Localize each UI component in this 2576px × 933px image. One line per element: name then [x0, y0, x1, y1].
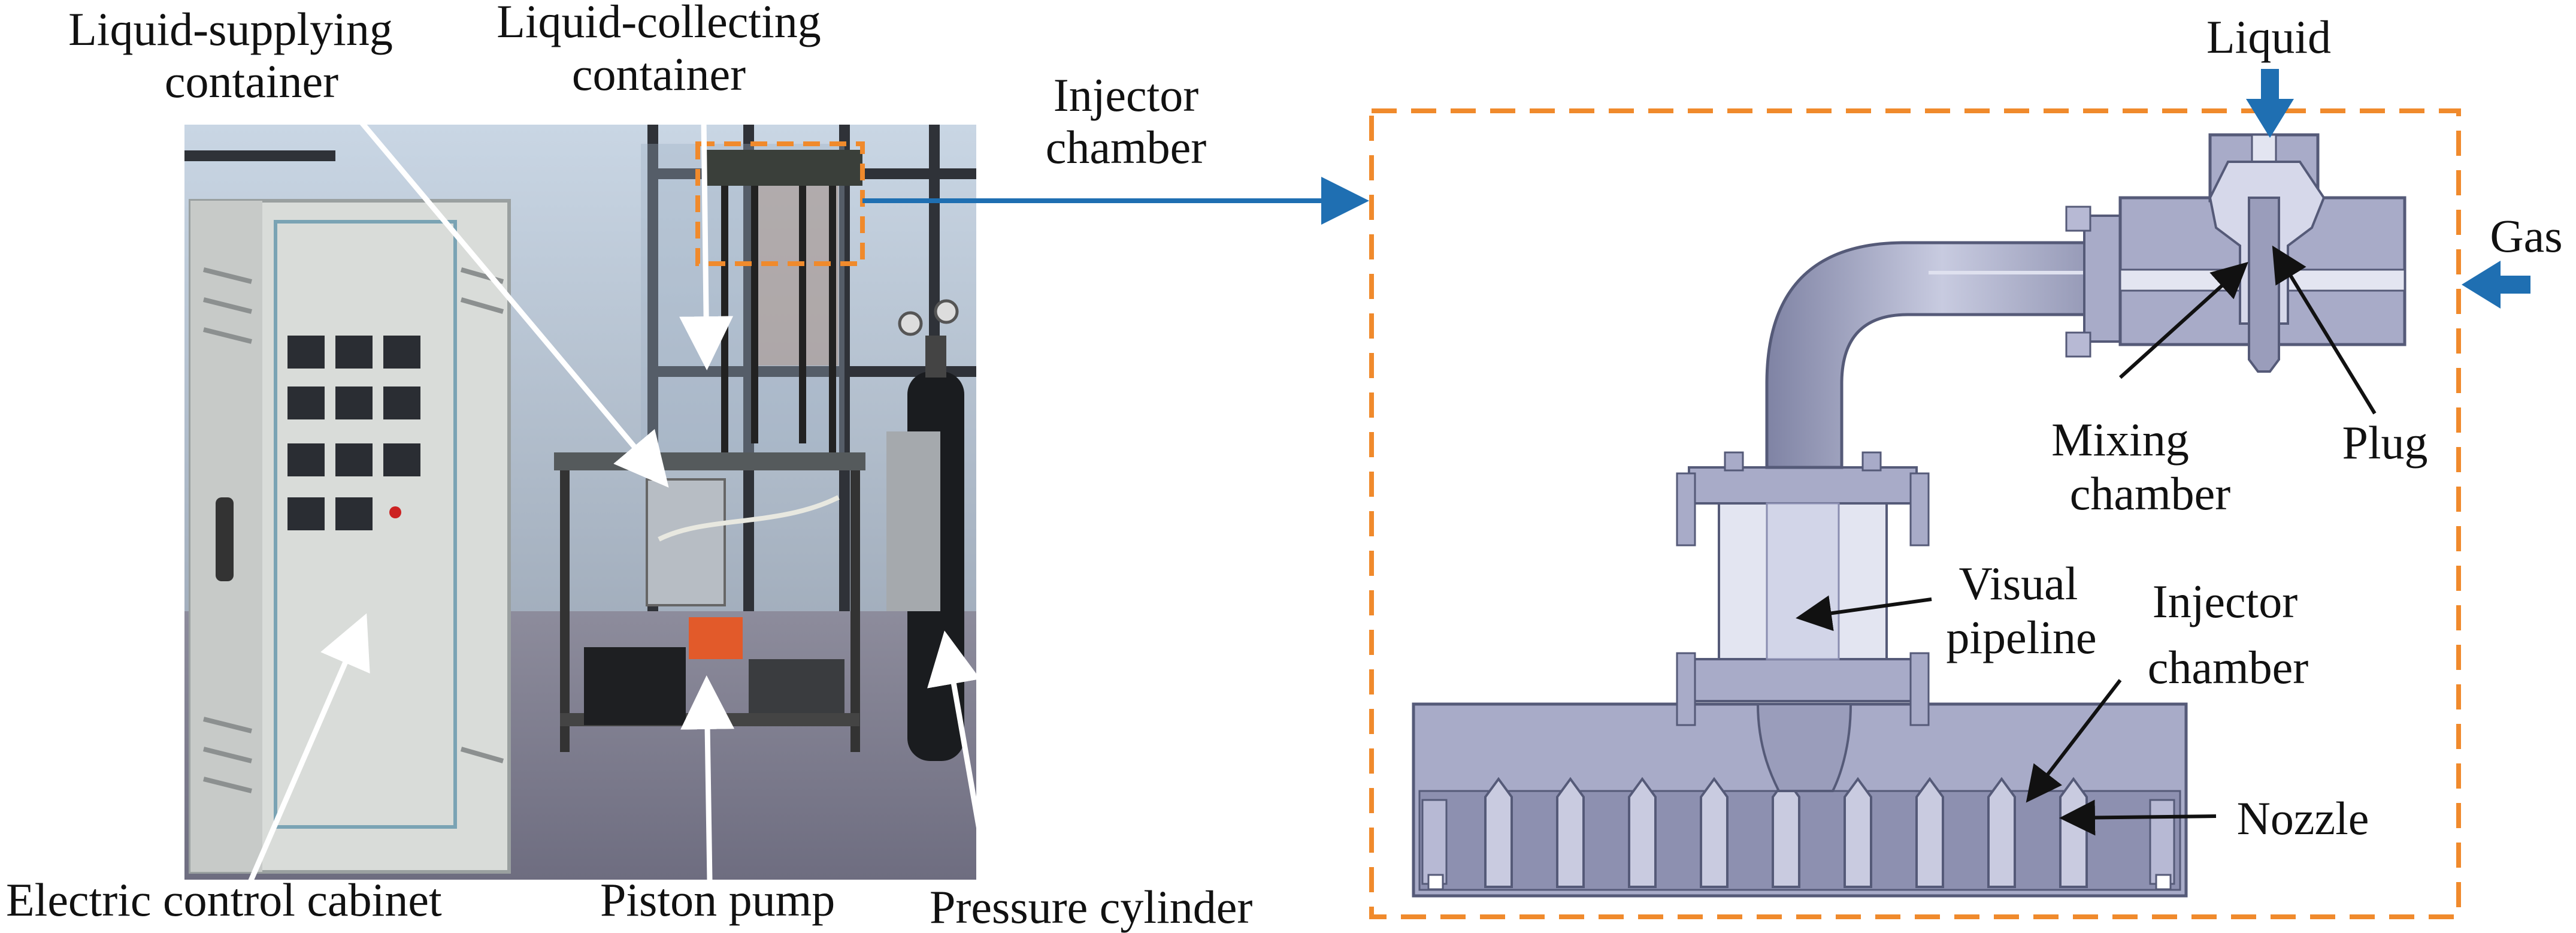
label-piston-pump: Piston pump	[600, 874, 835, 926]
plug	[2248, 197, 2280, 373]
label-injector-chamber-1: Injector	[2153, 575, 2298, 627]
upper-flange	[1688, 466, 1918, 505]
flow-arrows	[2246, 69, 2530, 309]
side-equipment	[886, 431, 940, 611]
visual-pipeline-bore	[1766, 502, 1840, 660]
schematic-callout-border	[1369, 108, 2461, 919]
label-liquid-supplying-1: Liquid-supplying	[68, 3, 393, 55]
arrow-piston-pump	[680, 675, 735, 881]
label-liquid: Liquid	[2206, 11, 2331, 63]
injector-link: Injector chamber	[862, 69, 1369, 225]
label-visual-pipeline-2: pipeline	[1946, 611, 2096, 663]
label-pressure-cylinder: Pressure cylinder	[930, 881, 1252, 933]
building-outside	[755, 180, 839, 366]
arrow-liquid-collecting	[679, 119, 734, 370]
leader-injector-chamber	[2026, 679, 2122, 803]
elbow-flange	[2083, 215, 2121, 343]
test-rig-photo	[554, 144, 865, 752]
label-mixing-chamber-2: chamber	[2070, 467, 2231, 520]
lower-flange	[1688, 658, 1918, 702]
photo-highlight-box	[695, 141, 865, 266]
label-visual-pipeline-1: Visual	[1959, 557, 2078, 609]
pipe-throat	[1756, 703, 1852, 792]
gas-inflow-arrow	[2462, 261, 2530, 309]
label-liquid-collecting-1: Liquid-collecting	[497, 0, 821, 47]
leader-nozzle	[2059, 799, 2217, 836]
lab-photo	[184, 125, 976, 880]
label-liquid-collecting-2: container	[572, 48, 746, 100]
label-liquid-supplying-2: container	[165, 55, 338, 107]
label-gas: Gas	[2490, 210, 2562, 262]
bent-pipe	[1765, 241, 2158, 469]
arrow-pressure-cylinder	[927, 630, 991, 881]
electric-control-cabinet-photo	[189, 199, 511, 874]
label-mixing-chamber-1: Mixing	[2051, 413, 2189, 466]
arrow-cabinet	[243, 613, 370, 894]
flange-bolts	[1676, 451, 1930, 726]
block-side-features	[1421, 799, 2175, 890]
label-plug: Plug	[2342, 416, 2427, 469]
label-injector-chamber-2: chamber	[2148, 641, 2309, 693]
label-nozzle: Nozzle	[2237, 792, 2369, 844]
arrow-liquid-supplying	[357, 118, 669, 488]
liquid-inflow-arrow	[2246, 69, 2294, 138]
schematic-labels: Liquid Gas Mixing chamber Plug Visual pi…	[1946, 11, 2562, 844]
leader-mixing-chamber	[2118, 261, 2248, 379]
link-label-2: chamber	[1046, 121, 1207, 173]
leader-visual-pipeline	[1796, 595, 1932, 632]
leader-plug	[2272, 245, 2377, 415]
link-label-1: Injector	[1054, 69, 1199, 121]
nozzle-row	[1484, 777, 2088, 888]
injector-schematic	[1412, 133, 2407, 898]
photo-labels: Liquid-supplying container Liquid-collec…	[6, 0, 1252, 933]
schematic-leaders	[1796, 245, 2377, 836]
photo-callout-arrows	[243, 118, 991, 894]
label-electric-cabinet: Electric control cabinet	[6, 874, 442, 926]
elbow-bolts	[2065, 206, 2091, 358]
